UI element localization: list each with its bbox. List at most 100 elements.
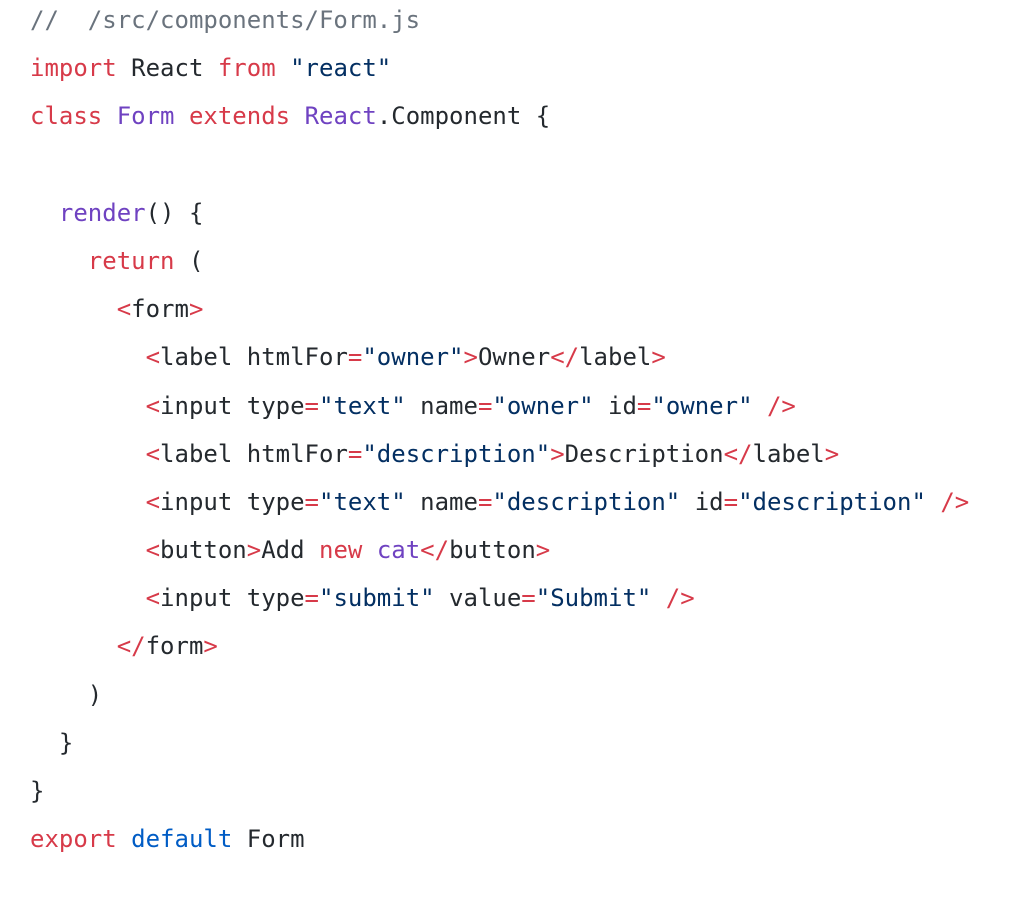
code-token: <	[116, 295, 132, 324]
code-token: "text"	[319, 487, 406, 516]
code-token: React	[304, 102, 377, 131]
code-token	[276, 54, 290, 82]
code-line: // /src/components/Form.js	[30, 0, 969, 44]
code-token: .Component {	[376, 102, 551, 131]
code-token: form	[131, 295, 189, 324]
code-token: >	[651, 343, 666, 372]
code-token: (	[174, 246, 204, 275]
code-token: </	[723, 439, 753, 468]
code-token	[362, 536, 376, 564]
code-token	[926, 488, 940, 516]
code-token: "description"	[492, 487, 681, 516]
code-token: default	[131, 825, 233, 854]
code-line: render() {	[30, 189, 969, 237]
code-token: =	[723, 487, 739, 516]
code-token: new	[319, 536, 363, 565]
code-token	[753, 392, 767, 420]
code-token: label htmlFor	[160, 439, 348, 468]
code-line: <input type="submit" value="Submit" />	[30, 574, 969, 622]
code-token: />	[940, 487, 970, 516]
code-token: "description"	[362, 439, 551, 468]
code-token	[30, 584, 146, 612]
code-line: <form>	[30, 285, 969, 333]
code-token: <	[145, 536, 161, 565]
code-token	[117, 825, 131, 853]
code-token: label	[752, 439, 825, 468]
code-token	[290, 102, 304, 130]
code-token: extends	[188, 102, 291, 131]
code-token: =	[304, 584, 319, 613]
code-token: =	[304, 391, 319, 420]
code-token: =	[521, 584, 536, 613]
code-line: return (	[30, 237, 969, 285]
code-token: =	[477, 391, 493, 420]
code-token: button	[449, 536, 536, 565]
code-token: "owner"	[492, 391, 594, 420]
code-token: <	[145, 584, 161, 613]
code-token: input type	[160, 584, 305, 613]
code-token: value	[434, 584, 522, 613]
code-token: >	[535, 536, 551, 565]
code-token: <	[145, 343, 161, 372]
code-token	[30, 199, 59, 227]
code-token: form	[145, 632, 204, 661]
code-line: )	[30, 671, 969, 719]
code-token	[651, 584, 665, 612]
code-token: import	[30, 54, 117, 83]
code-token: "description"	[738, 487, 926, 516]
code-line: <label htmlFor="owner">Owner</label>	[30, 333, 969, 381]
code-token	[102, 102, 116, 130]
code-token: "owner"	[362, 343, 464, 372]
code-token: >	[463, 343, 478, 372]
code-line: import React from "react"	[30, 44, 969, 92]
code-line: <input type="text" name="description" id…	[30, 478, 970, 526]
code-token: >	[550, 439, 565, 468]
code-token: "react"	[290, 54, 392, 83]
code-token: label	[579, 343, 652, 372]
code-line: <button>Add new cat</button>	[30, 526, 969, 574]
code-token: =	[347, 343, 363, 372]
code-token: label htmlFor	[160, 343, 348, 372]
code-token: Owner	[477, 343, 551, 372]
code-token: export	[30, 825, 117, 854]
code-token: "owner"	[651, 391, 753, 420]
code-token	[30, 343, 146, 371]
code-token	[30, 247, 88, 275]
code-token: "text"	[319, 391, 406, 420]
code-token: () {	[145, 198, 204, 227]
code-token: id	[593, 391, 637, 420]
code-token: return	[87, 246, 175, 275]
code-token: />	[766, 391, 796, 420]
code-token: >	[188, 295, 204, 324]
code-token	[30, 488, 146, 516]
code-token	[30, 536, 146, 564]
code-token: input type	[160, 391, 305, 420]
code-token: from	[217, 54, 276, 83]
code-token: name	[405, 487, 478, 516]
code-token: <	[145, 439, 161, 468]
code-token: React	[116, 54, 218, 83]
code-token: input type	[160, 487, 305, 516]
code-token: >	[246, 536, 262, 565]
code-token: Form	[116, 102, 175, 131]
code-token: "submit"	[319, 584, 435, 613]
code-line: }	[30, 719, 969, 767]
code-token: name	[405, 391, 478, 420]
code-token: =	[347, 439, 363, 468]
code-token: id	[680, 487, 724, 516]
code-line: </form>	[30, 622, 969, 670]
code-token: <	[145, 487, 161, 516]
code-line: class Form extends React.Component {	[30, 92, 969, 140]
code-token: Form	[232, 825, 305, 854]
code-token: cat	[376, 536, 421, 565]
code-token	[175, 102, 189, 130]
code-token	[30, 392, 146, 420]
code-token: </	[116, 632, 146, 661]
code-token: =	[636, 391, 652, 420]
code-token: )	[30, 680, 103, 709]
code-token: />	[665, 584, 695, 613]
code-token: <	[145, 391, 161, 420]
code-line: }	[30, 767, 969, 815]
code-token: =	[304, 487, 319, 516]
